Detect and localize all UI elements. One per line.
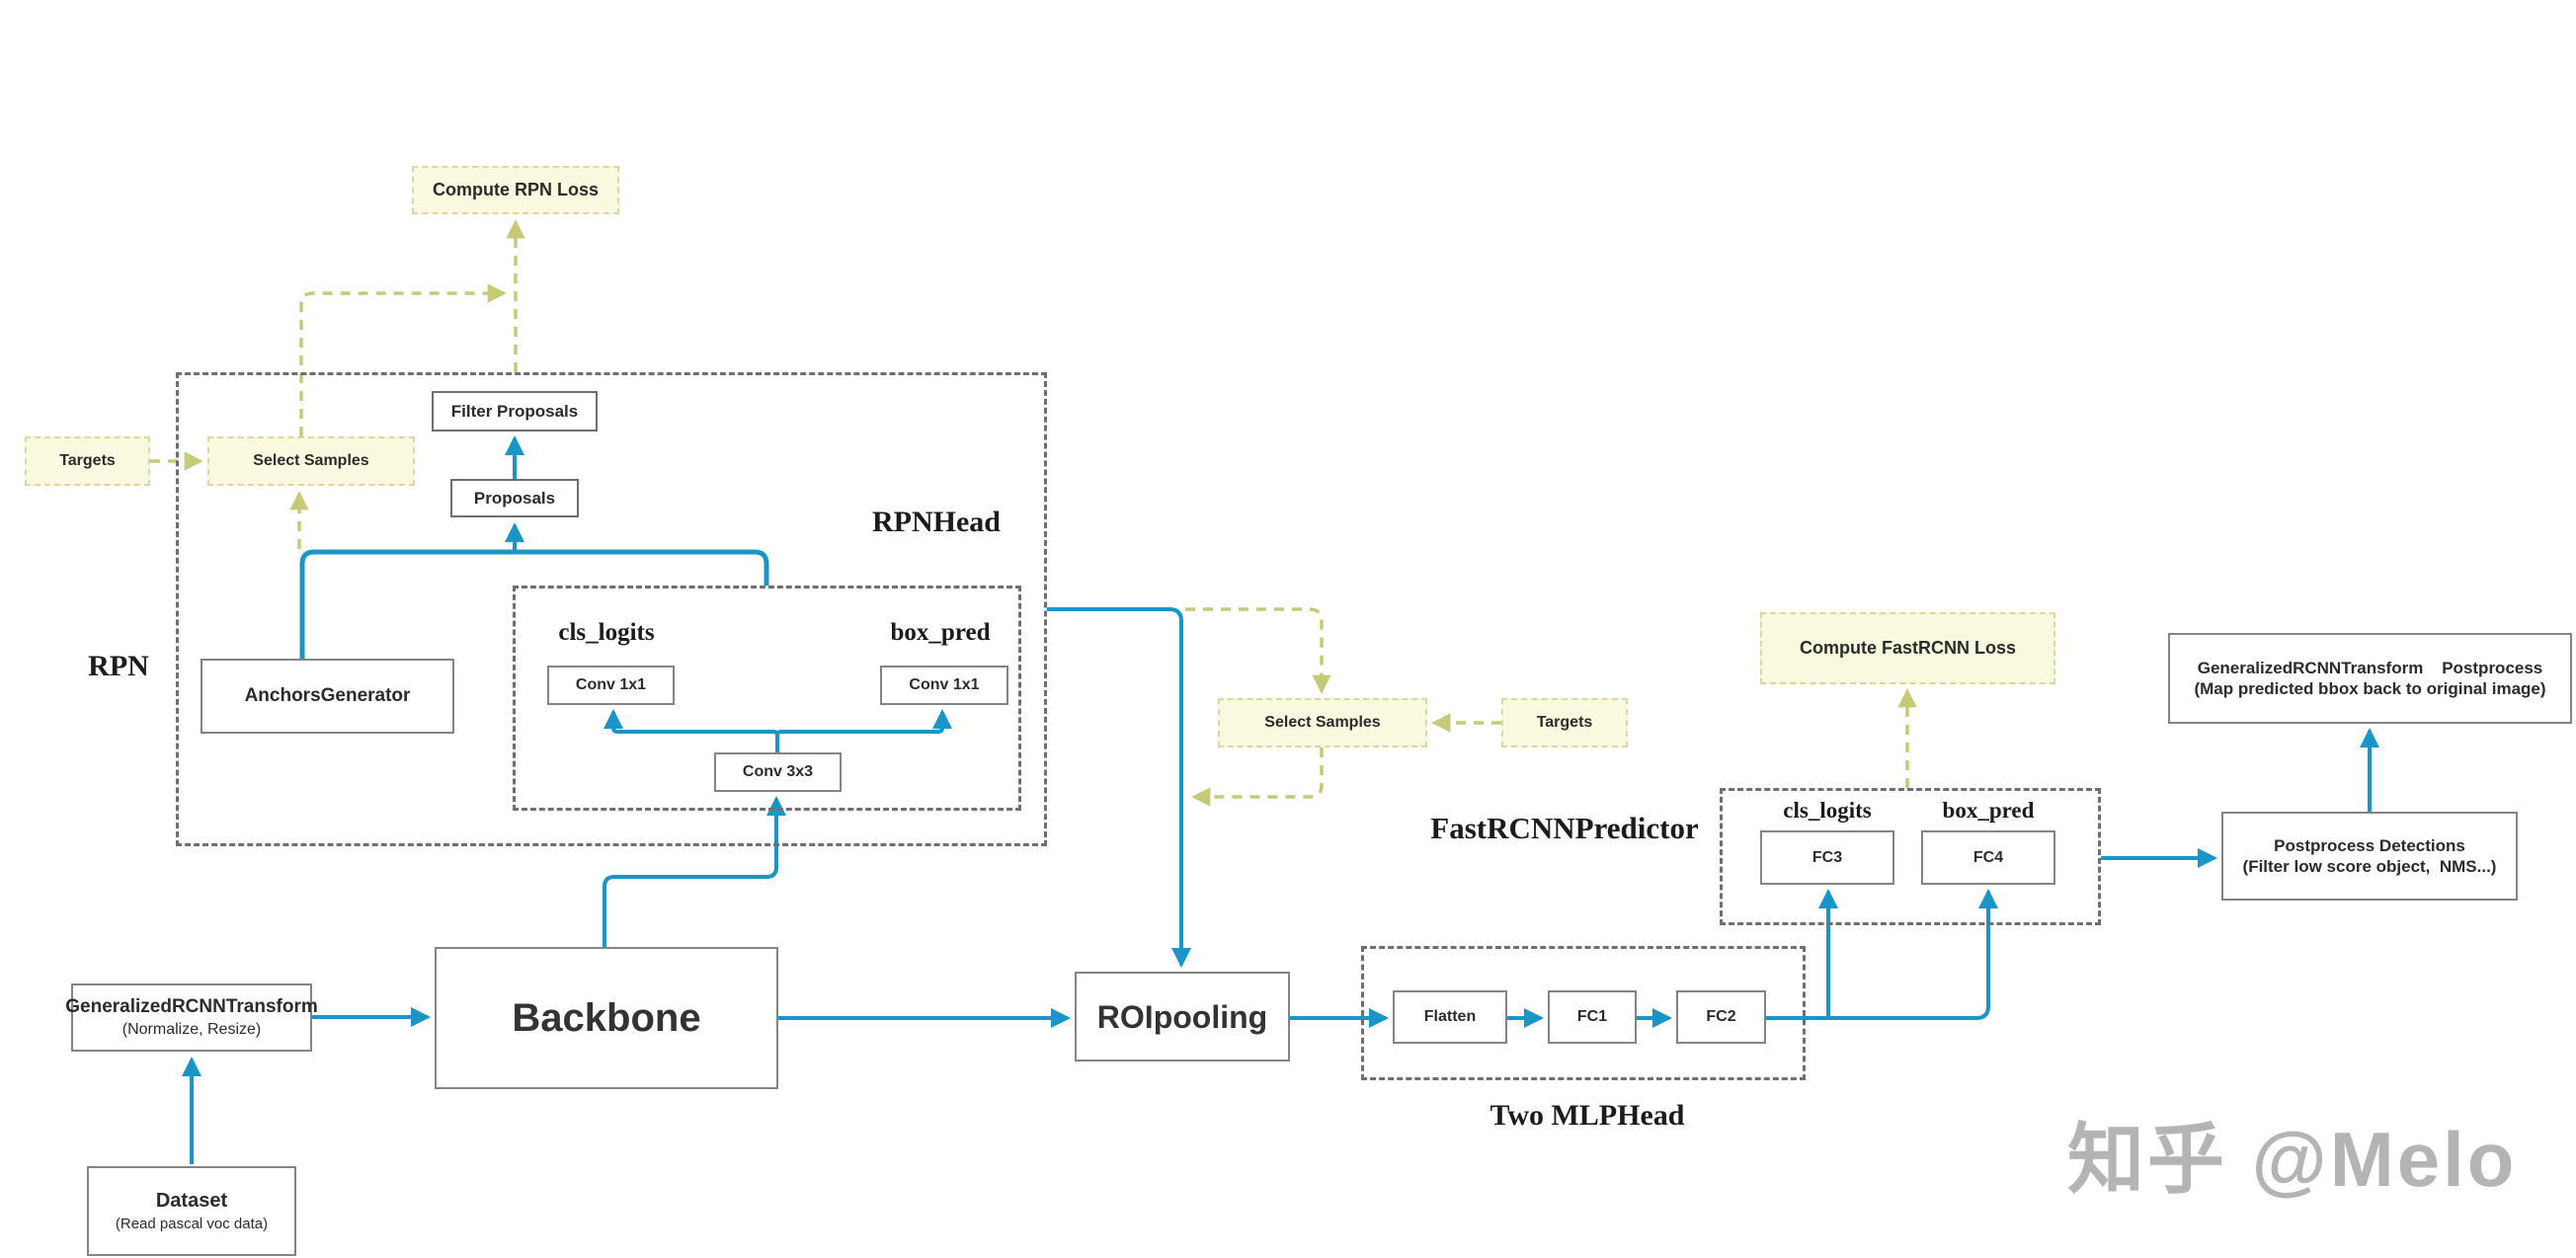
fastrcnn-predictor-frame [1720, 788, 2101, 925]
rpn-select-samples-label: Select Samples [253, 452, 369, 469]
rpn-cls-logits-label: cls_logits [537, 618, 676, 648]
fc2-label: FC2 [1706, 1008, 1736, 1025]
dataset-box: Dataset (Read pascal voc data) [87, 1166, 296, 1256]
postprocess-detections-line2: (Filter low score object, NMS...) [2242, 857, 2497, 876]
zhihu-watermark: 知乎 @Melo [2067, 1098, 2517, 1209]
transform-subtitle: (Normalize, Resize) [121, 1021, 262, 1039]
rpn-select-samples-note: Select Samples [207, 436, 415, 486]
dataset-title: Dataset [155, 1189, 228, 1212]
compute-rpn-loss-note: Compute RPN Loss [412, 166, 619, 214]
two-mlphead-label: Two MLPHead [1469, 1099, 1706, 1133]
postprocess-detections-box: Postprocess Detections (Filter low score… [2221, 812, 2518, 901]
fastrcnn-predictor-label: FastRCNNPredictor [1407, 811, 1723, 845]
filter-proposals-box: Filter Proposals [432, 391, 598, 432]
rpn-box-pred-text: box_pred [890, 619, 991, 646]
rpn-label-text: RPN [88, 650, 149, 682]
wire-corner-to-select-right [1185, 607, 1331, 694]
rpn-targets-label: Targets [59, 452, 116, 469]
rpnhead-frame [513, 586, 1021, 811]
backbone-label: Backbone [512, 996, 701, 1040]
anchors-generator-label: AnchorsGenerator [244, 685, 411, 707]
proposals-label: Proposals [473, 488, 556, 508]
rpn-frame [176, 372, 1047, 846]
fc4-label: FC4 [1972, 848, 2004, 866]
filter-proposals-label: Filter Proposals [450, 401, 579, 421]
fc3-box: FC3 [1760, 830, 1894, 885]
compute-fastrcnn-loss-label: Compute FastRCNN Loss [1799, 638, 2016, 659]
fc3-label: FC3 [1811, 848, 1843, 866]
two-mlphead-frame [1361, 946, 1806, 1080]
postprocess-detections-line1: Postprocess Detections [2274, 835, 2465, 855]
rpnhead-label-text: RPNHead [872, 506, 1001, 538]
fc2-box: FC2 [1676, 990, 1766, 1044]
fastrcnn-box-pred-label: box_pred [1919, 797, 2057, 825]
dataset-subtitle: (Read pascal voc data) [115, 1215, 269, 1232]
fastrcnn-select-samples-note: Select Samples [1218, 698, 1427, 747]
fastrcnn-cls-logits-label: cls_logits [1758, 797, 1896, 825]
roipooling-label: ROIpooling [1096, 998, 1268, 1035]
transform-postprocess-line2: (Map predicted bbox back to original ima… [2194, 679, 2546, 698]
fastrcnn-predictor-text: FastRCNNPredictor [1430, 811, 1699, 845]
conv3x3-label: Conv 3x3 [742, 763, 814, 780]
flatten-label: Flatten [1423, 1008, 1477, 1025]
rpn-label: RPN [77, 650, 160, 683]
fc1-label: FC1 [1576, 1008, 1608, 1025]
rpn-box-pred-label: box_pred [871, 618, 1009, 648]
conv1x1-cls-label: Conv 1x1 [575, 676, 647, 693]
zhihu-watermark-text: 知乎 @Melo [2067, 1116, 2518, 1203]
fastrcnn-select-samples-label: Select Samples [1264, 714, 1381, 731]
wire-rpnhead-to-roipooling [1047, 607, 1191, 968]
fastrcnn-box-pred-text: box_pred [1942, 798, 2035, 823]
backbone-box: Backbone [435, 947, 778, 1089]
fc4-box: FC4 [1921, 830, 2055, 885]
conv3x3-box: Conv 3x3 [714, 752, 842, 792]
rpnhead-label: RPNHead [838, 506, 1035, 539]
rpn-targets-note: Targets [25, 436, 150, 486]
conv1x1-box-box: Conv 1x1 [880, 666, 1008, 705]
two-mlphead-text: Two MLPHead [1489, 1099, 1685, 1132]
transform-title: GeneralizedRCNNTransform [65, 995, 318, 1017]
rpn-cls-logits-text: cls_logits [558, 619, 655, 646]
conv1x1-box-label: Conv 1x1 [909, 676, 980, 693]
conv1x1-cls-box: Conv 1x1 [547, 666, 675, 705]
roipooling-box: ROIpooling [1075, 972, 1290, 1061]
transform-postprocess-line1: GeneralizedRCNNTransform Postprocess [2197, 658, 2543, 677]
wire-select-right-to-roi-wire [1191, 747, 1324, 807]
fastrcnn-targets-label: Targets [1536, 714, 1593, 731]
fastrcnn-targets-note: Targets [1501, 698, 1628, 747]
fc1-box: FC1 [1548, 990, 1637, 1044]
compute-rpn-loss-label: Compute RPN Loss [432, 180, 599, 200]
anchors-generator-box: AnchorsGenerator [201, 659, 454, 734]
transform-postprocess-box: GeneralizedRCNNTransform Postprocess (Ma… [2168, 633, 2572, 724]
fastrcnn-cls-logits-text: cls_logits [1783, 798, 1872, 823]
transform-box: GeneralizedRCNNTransform (Normalize, Res… [65, 983, 318, 1052]
flatten-box: Flatten [1393, 990, 1507, 1044]
proposals-box: Proposals [450, 479, 579, 517]
compute-fastrcnn-loss-note: Compute FastRCNN Loss [1760, 612, 2055, 684]
